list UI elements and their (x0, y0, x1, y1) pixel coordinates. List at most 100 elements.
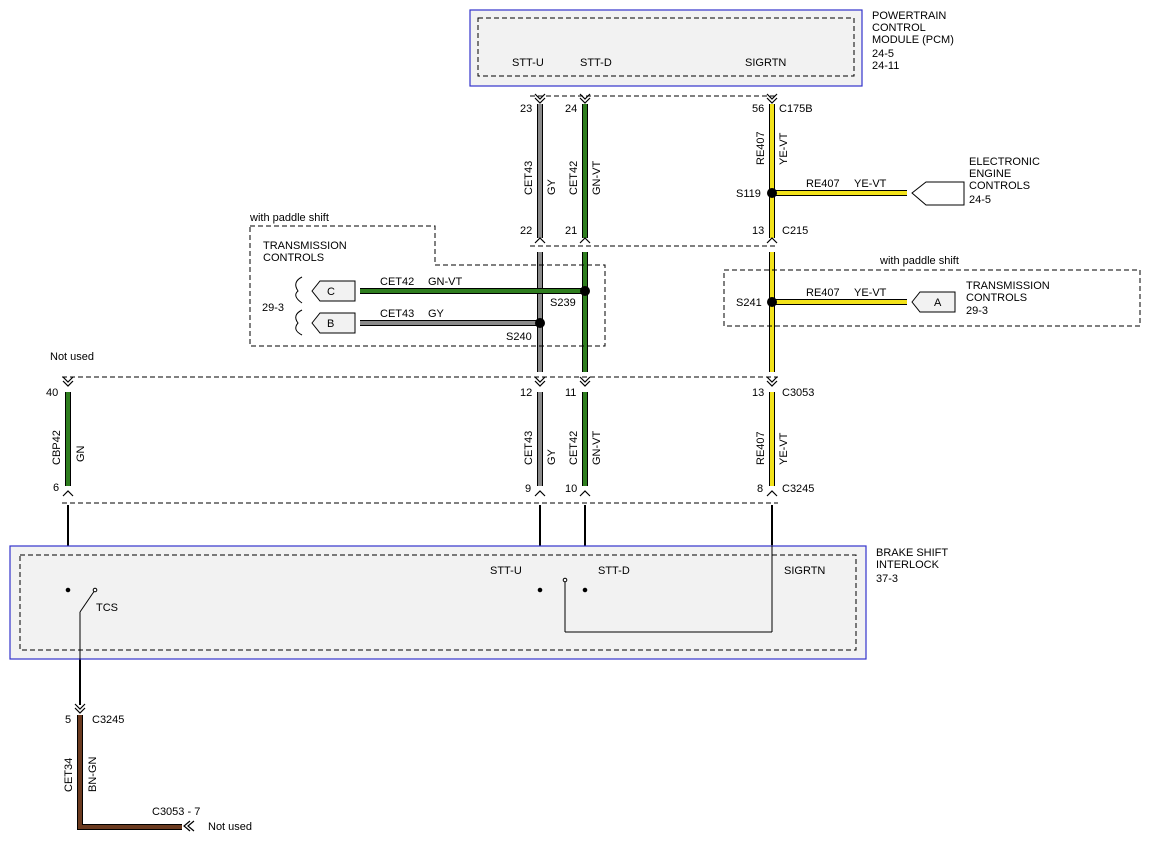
wire-color-yevt-bot: YE-VT (778, 432, 790, 465)
paddle-left-title: CONTROLS (263, 252, 324, 264)
bsi-title: INTERLOCK (876, 559, 940, 571)
paddle-left-box: with paddle shift TRANSMISSION CONTROLS … (249, 212, 606, 347)
wire-color-gnvt-bot: GN-VT (591, 431, 603, 466)
connector-c3053-7: C3053 - 7 (152, 806, 200, 818)
eec-title: ELECTRONIC (969, 156, 1040, 168)
pin-24: 24 (565, 103, 577, 115)
bsi-title: BRAKE SHIFT (876, 547, 948, 559)
paddle-left-ref: 29-3 (262, 302, 284, 314)
wire-label-re407-top: RE407 (755, 131, 767, 165)
paddle-right-option: with paddle shift (879, 255, 959, 267)
pin-40: 40 (46, 387, 58, 399)
eec-ref: 24-5 (969, 194, 991, 206)
pin-6: 6 (53, 482, 59, 494)
pin-5: 5 (65, 714, 71, 726)
connector-a-shape (911, 291, 956, 313)
wire-label-re407-eec: RE407 (806, 178, 840, 190)
pcm-title-line: POWERTRAIN (872, 10, 946, 22)
pcm-pin-sigrtn: SIGRTN (745, 57, 786, 69)
wire-label-cet42-top: CET42 (568, 161, 580, 195)
pcm-title-line: MODULE (PCM) (872, 34, 954, 46)
splice-s241-dot (767, 297, 777, 307)
splice-s241: S241 (736, 297, 762, 309)
paddle-right-ref: 29-3 (966, 305, 988, 317)
pin-56: 56 (752, 103, 764, 115)
connector-names: C175B C215 C3053 C3245 C3245 C3053 - 7 (92, 103, 814, 818)
paddle-left-title: TRANSMISSION (263, 240, 347, 252)
paddle-right-title: TRANSMISSION (966, 280, 1050, 292)
splice-s239-dot (580, 286, 590, 296)
eec-title: ENGINE (969, 168, 1011, 180)
not-used-bottom: Not used (208, 821, 252, 833)
bsi-pin-stt-u: STT-U (490, 565, 522, 577)
connector-c-shape (311, 280, 356, 302)
pin-12: 12 (520, 387, 532, 399)
splice-s239: S239 (550, 297, 576, 309)
wire-color-gn: GN (75, 445, 87, 462)
paddle-right-title: CONTROLS (966, 292, 1027, 304)
pcm-module: STT-U STT-D SIGRTN POWERTRAIN CONTROL MO… (469, 9, 954, 87)
eec-connector-shape (911, 181, 965, 206)
pcm-ref: 24-11 (872, 60, 899, 72)
connector-dashed-lines (62, 95, 778, 504)
wire-re407 (769, 104, 907, 486)
not-used-top: Not used (50, 351, 94, 363)
pcm-title-line: CONTROL (872, 22, 926, 34)
wire-color-bngn: BN-GN (87, 757, 99, 793)
pin-23: 23 (520, 103, 532, 115)
eec-connector: ELECTRONIC ENGINE CONTROLS 24-5 (911, 156, 1040, 206)
connector-c215: C215 (782, 225, 808, 237)
splice-s240-dot (535, 318, 545, 328)
paddle-left-option: with paddle shift (249, 212, 329, 224)
wire-label-cet42-h: CET42 (380, 276, 414, 288)
bsi-pin-sigrtn: SIGRTN (784, 565, 825, 577)
wire-label-cet34: CET34 (63, 758, 75, 792)
splice-dots (535, 188, 777, 328)
wire-color-gy-bot: GY (546, 448, 558, 465)
bsi-module: STT-U STT-D SIGRTN BRAKE SHIFT INTERLOCK… (9, 545, 948, 660)
pin-13-c215: 13 (752, 225, 764, 237)
connector-c-label: C (327, 286, 335, 298)
wire-label-cet43-h: CET43 (380, 308, 414, 320)
connector-c175b: C175B (779, 103, 813, 115)
splice-s119-dot (767, 188, 777, 198)
wire-label-cet42-bot: CET42 (568, 431, 580, 465)
connector-a-label: A (934, 297, 942, 309)
connector-arrows (62, 93, 778, 832)
bsi-ref: 37-3 (876, 573, 898, 585)
pin-13-c3053: 13 (752, 387, 764, 399)
paddle-right-box: with paddle shift TRANSMISSION CONTROLS … (723, 255, 1141, 327)
splice-s119: S119 (736, 188, 761, 200)
wire-color-gnvt-h: GN-VT (428, 276, 463, 288)
pin-10: 10 (565, 483, 577, 495)
pin-numbers: 23 24 56 22 21 13 12 11 13 40 6 9 10 8 5 (46, 103, 764, 726)
pcm-pin-stt-d: STT-D (580, 57, 612, 69)
tcs-switch-label: TCS (96, 602, 118, 614)
wire-labels: CET43 GY CET42 GN-VT RE407 YE-VT CET43 G… (51, 131, 887, 792)
pin-9: 9 (525, 483, 531, 495)
wire-label-cet43-bot: CET43 (523, 431, 535, 465)
eec-title: CONTROLS (969, 180, 1030, 192)
wire-color-yevt-top: YE-VT (778, 132, 790, 165)
wire-color-yevt-eec: YE-VT (854, 178, 887, 190)
connector-c3245-bottom: C3245 (92, 714, 124, 726)
wire-label-re407-bot: RE407 (755, 431, 767, 465)
wire-label-cet43-top: CET43 (523, 161, 535, 195)
connector-b-shape (311, 312, 356, 334)
wire-cet34 (77, 715, 182, 830)
wire-color-yevt-paddle: YE-VT (854, 287, 887, 299)
splice-labels: S119 S239 S240 S241 (506, 188, 762, 343)
wire-paddle-branches (360, 288, 585, 326)
connector-b-label: B (327, 318, 334, 330)
splice-s240: S240 (506, 331, 532, 343)
wire-color-gy-top: GY (546, 178, 558, 195)
pin-8: 8 (757, 483, 763, 495)
bsi-pin-stt-d: STT-D (598, 565, 630, 577)
wire-color-gnvt-top: GN-VT (591, 161, 603, 196)
pcm-pin-stt-u: STT-U (512, 57, 544, 69)
wire-label-re407-paddle: RE407 (806, 287, 840, 299)
pin-21: 21 (565, 225, 577, 237)
pin-11: 11 (565, 387, 576, 399)
wire-color-gy-h: GY (428, 308, 445, 320)
